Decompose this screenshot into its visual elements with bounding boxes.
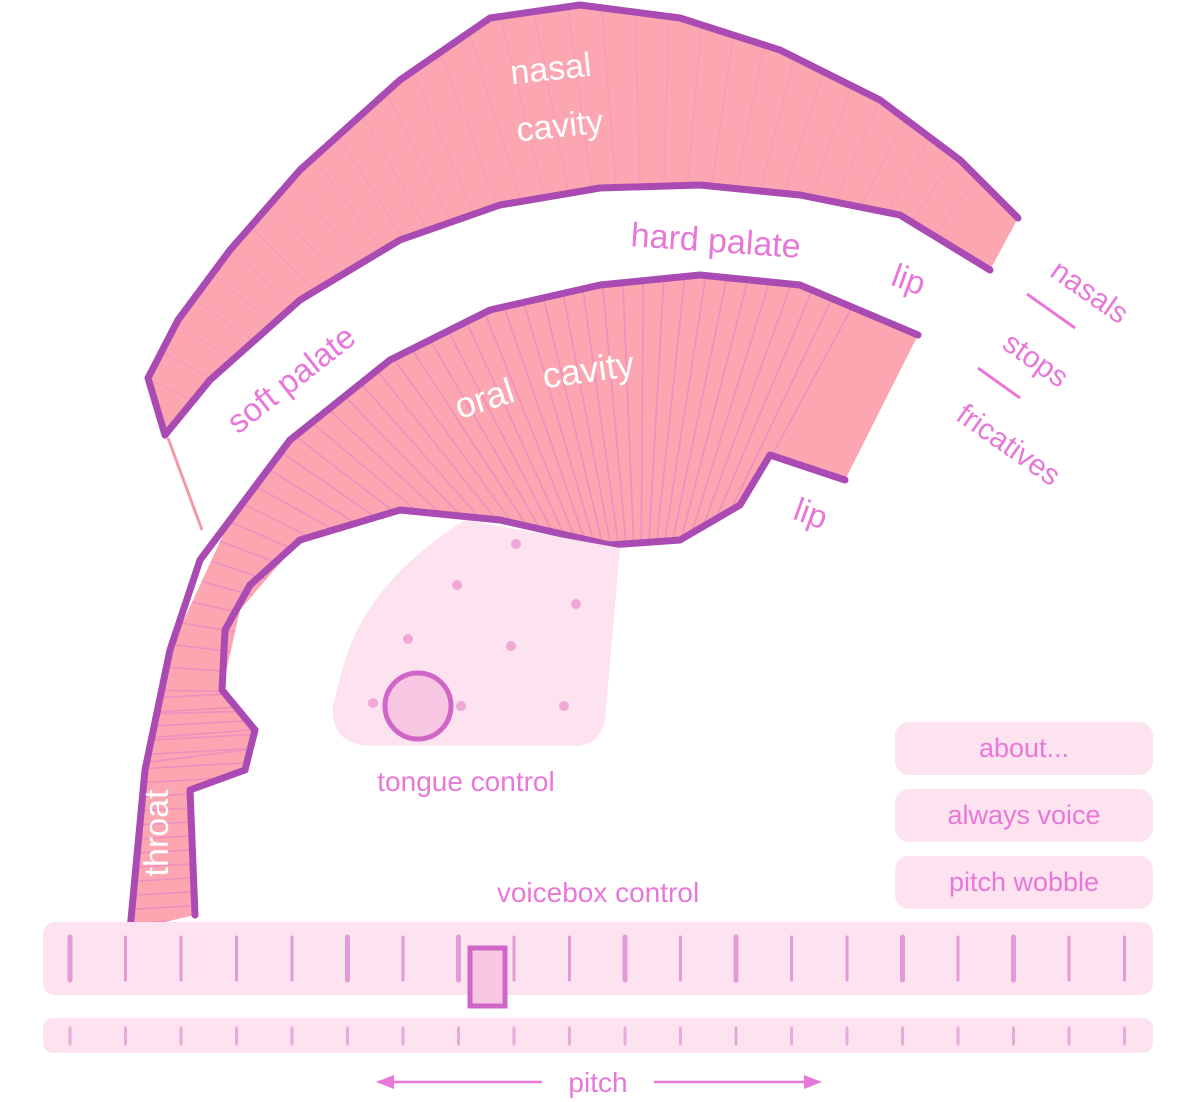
throat-label: throat — [138, 789, 176, 876]
pitch-wobble-button[interactable]: pitch wobble — [895, 856, 1153, 909]
tongue-grid-dots — [368, 539, 581, 711]
rect-handle-icon[interactable] — [467, 945, 508, 1009]
nasal-cavity-label-line1: nasal — [508, 46, 593, 92]
upper-lip-label: lip — [887, 256, 931, 302]
pitch-left-arrow-icon — [376, 1075, 542, 1089]
nasal-cavity-label-line2: cavity — [515, 103, 605, 150]
circle-handle-icon[interactable] — [382, 670, 454, 742]
pitch-keyboard[interactable] — [43, 1018, 1153, 1053]
fricatives-label: fricatives — [951, 398, 1067, 493]
nasals-label: nasals — [1044, 254, 1134, 331]
tongue-control-area[interactable] — [332, 520, 620, 746]
pitch-label: pitch — [568, 1067, 627, 1098]
velum-link — [166, 437, 204, 531]
throat-outline-back — [126, 271, 922, 934]
stops-divider — [977, 366, 1021, 400]
nasal-cavity-outline-inner — [161, 181, 994, 439]
lower-lip-label: lip — [789, 490, 833, 536]
voicebox-keyboard[interactable] — [43, 922, 1153, 995]
voicebox-control-label: voicebox control — [497, 877, 699, 908]
tongue-outline — [186, 451, 849, 919]
pitch-right-arrow-icon — [654, 1075, 822, 1089]
tongue-control-label: tongue control — [377, 766, 554, 797]
hard-palate-label: hard palate — [630, 216, 802, 266]
always-voice-button[interactable]: always voice — [895, 789, 1153, 842]
about-button[interactable]: about... — [895, 722, 1153, 775]
stops-label: stops — [997, 326, 1075, 394]
nasal-cavity-outline-outer — [144, 1, 1022, 439]
keyboard-ticks — [67, 934, 1126, 983]
pitch-ticks — [68, 1026, 1126, 1046]
nasals-divider — [1026, 292, 1076, 330]
